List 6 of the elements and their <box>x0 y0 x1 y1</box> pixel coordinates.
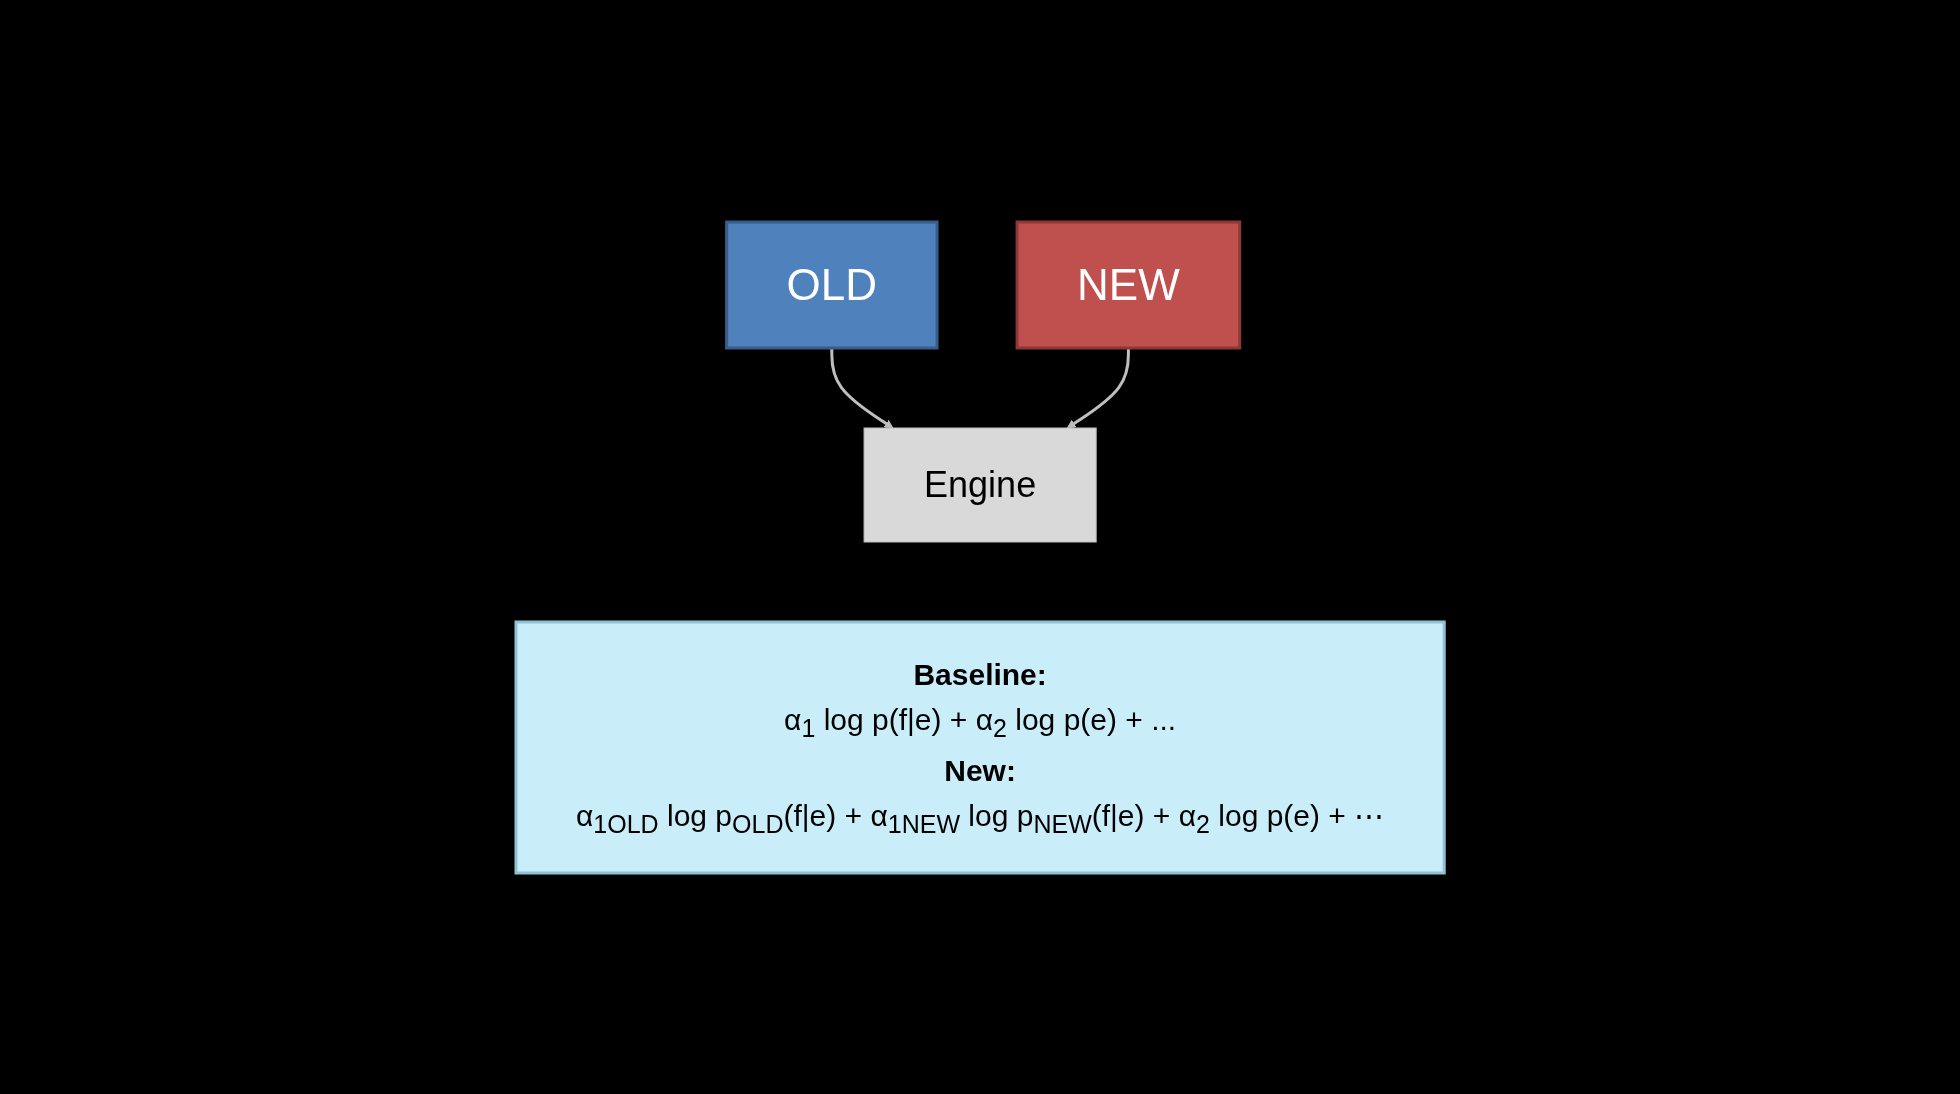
arrow <box>830 347 894 428</box>
node-box: NEW <box>1015 220 1242 349</box>
node-box: OLD <box>724 220 939 349</box>
node-box: Engine <box>863 427 1097 542</box>
node-box: Baseline: α$_{1}$ log p(f|e) + α$_{2}$ log p(e) + ... New: α$_{1OLD}$ log p$_{OLD}$(f|e) + α$_{1NEW}$ log p$_{NEW}$(f|e) + α$_{2}$ log p(e) + ⋯ <box>514 620 1446 874</box>
arrow <box>1066 347 1130 428</box>
